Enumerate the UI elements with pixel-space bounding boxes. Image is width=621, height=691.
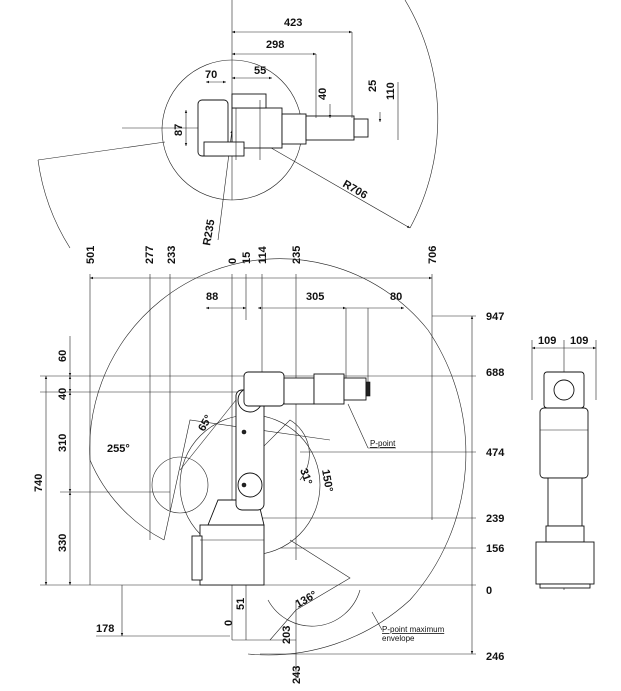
dim-114: 114 <box>257 245 269 264</box>
angle-65: 65° <box>196 413 215 433</box>
dim-277: 277 <box>144 246 156 264</box>
angle-136: 136° <box>294 589 320 611</box>
envelope-label-1: P-point maximum <box>382 625 445 634</box>
dim-947: 947 <box>486 311 504 323</box>
dim-305: 305 <box>306 291 324 303</box>
dim-0-top: 0 <box>227 258 239 264</box>
side-view: 501 277 233 0 15 114 235 706 88 305 80 <box>33 245 505 684</box>
dim-330: 330 <box>57 534 69 552</box>
dim-88: 88 <box>206 291 218 303</box>
robot-side-body <box>191 371 371 586</box>
front-dim-109-right: 109 <box>570 335 588 347</box>
outer-reach-arc-left <box>37 159 71 249</box>
dim-203: 203 <box>281 626 293 644</box>
dim-55: 55 <box>254 65 266 77</box>
angle-31: 31° <box>297 467 314 487</box>
dim-423: 423 <box>284 17 302 29</box>
p-point-envelope-upper <box>89 258 429 461</box>
front-view: 109 109 <box>531 335 597 590</box>
dim-0-bottom: 0 <box>223 620 235 626</box>
outer-reach-arc <box>404 0 439 229</box>
dim-40-left: 40 <box>57 388 69 400</box>
dim-474: 474 <box>486 447 505 459</box>
p-point-label: P-point <box>370 439 396 448</box>
dim-740: 740 <box>33 474 45 492</box>
angle-150: 150° <box>319 468 335 493</box>
dim-70: 70 <box>205 69 217 81</box>
dim-51: 51 <box>235 598 247 610</box>
dim-501: 501 <box>85 246 97 264</box>
dim-r706: R706 <box>341 178 370 202</box>
p-point-envelope-lower <box>247 599 411 656</box>
dim-239: 239 <box>486 513 504 525</box>
dim-688: 688 <box>486 367 504 379</box>
dim-706: 706 <box>427 246 439 264</box>
dim-80: 80 <box>390 291 402 303</box>
dim-310: 310 <box>57 434 69 452</box>
dim-156: 156 <box>486 543 504 555</box>
dim-235: 235 <box>291 246 303 264</box>
dim-110: 110 <box>385 82 397 100</box>
dim-178: 178 <box>96 623 114 635</box>
dim-246: 246 <box>486 651 504 663</box>
front-dim-109-left: 109 <box>538 335 556 347</box>
dim-0-right: 0 <box>486 585 492 597</box>
dim-233: 233 <box>166 246 178 264</box>
dim-r235: R235 <box>201 219 217 247</box>
dim-243: 243 <box>291 666 303 684</box>
dim-298: 298 <box>266 39 284 51</box>
top-view: 423 298 70 55 40 25 110 87 R706 R235 <box>37 0 439 249</box>
angle-255: 255° <box>107 443 130 455</box>
dim-87: 87 <box>173 124 185 136</box>
p-point-envelope-right <box>409 329 467 601</box>
envelope-label-2: envelope <box>382 634 415 643</box>
dim-40: 40 <box>317 88 329 100</box>
dim-25: 25 <box>367 80 379 92</box>
dim-60: 60 <box>57 350 69 362</box>
